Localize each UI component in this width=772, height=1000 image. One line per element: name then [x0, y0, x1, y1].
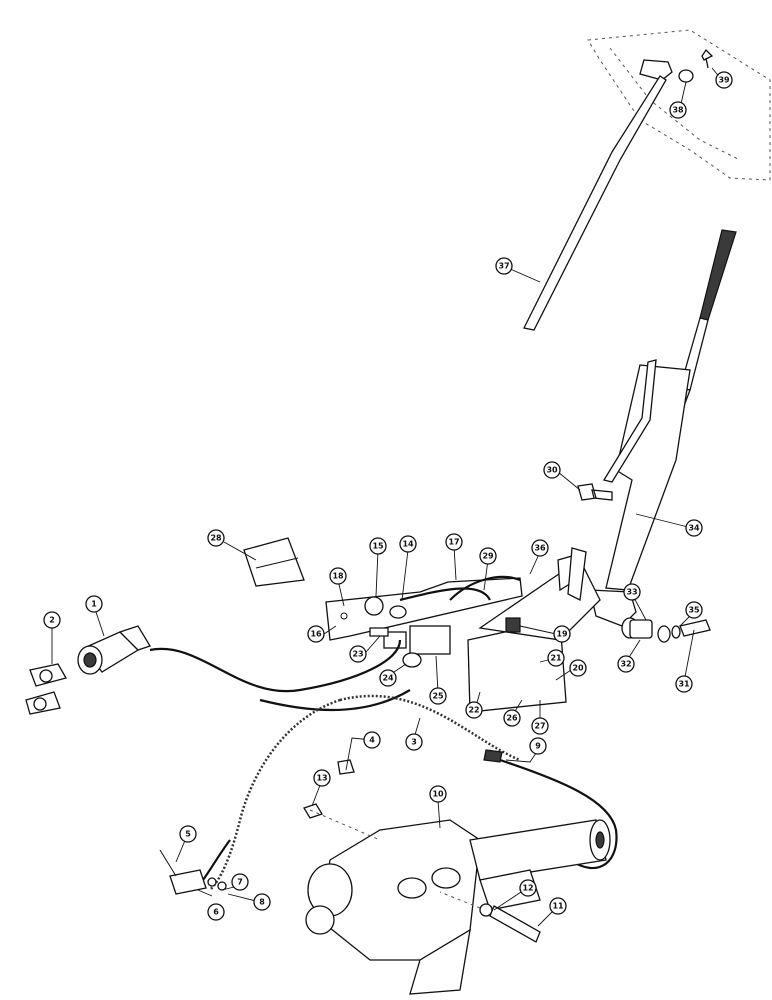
svg-text:23: 23 — [352, 650, 363, 659]
svg-text:28: 28 — [210, 534, 222, 543]
svg-text:21: 21 — [550, 654, 562, 663]
callout-11: 11 — [549, 897, 567, 915]
callout-36: 36 — [531, 539, 549, 557]
mounting-panel — [587, 29, 771, 181]
svg-text:38: 38 — [672, 106, 684, 115]
callout-2: 2 — [43, 611, 61, 629]
svg-text:1: 1 — [91, 600, 97, 609]
terminal-block — [159, 849, 227, 895]
callout-29: 29 — [479, 547, 497, 565]
callout-24: 24 — [379, 669, 397, 687]
callout-6: 6 — [207, 903, 225, 921]
callout-21: 21 — [547, 649, 565, 667]
callout-14: 14 — [399, 535, 417, 553]
svg-text:26: 26 — [506, 714, 518, 723]
nut — [303, 803, 323, 819]
ignition-wire — [149, 639, 402, 693]
mounting-bolt — [489, 905, 541, 943]
svg-text:2: 2 — [49, 616, 55, 625]
wire-connector — [483, 749, 503, 763]
control-lever — [589, 229, 737, 639]
svg-text:4: 4 — [369, 736, 375, 745]
pivot-hardware — [629, 619, 711, 643]
callout-37: 37 — [495, 257, 513, 275]
callout-1: 1 — [85, 595, 103, 613]
callout-bubbles: 1 2 3 4 5 6 7 8 9 10 11 12 13 14 15 16 1… — [43, 71, 733, 921]
svg-text:22: 22 — [468, 706, 479, 715]
switch-cover — [243, 537, 305, 587]
svg-text:34: 34 — [688, 524, 700, 533]
svg-text:17: 17 — [448, 538, 459, 547]
neutral-switch — [364, 596, 521, 668]
ignition-switch — [77, 625, 151, 675]
svg-text:20: 20 — [572, 664, 584, 673]
svg-text:15: 15 — [372, 542, 384, 551]
svg-text:19: 19 — [556, 630, 568, 639]
callout-33: 33 — [623, 583, 641, 601]
svg-text:16: 16 — [310, 630, 322, 639]
svg-text:14: 14 — [402, 540, 414, 549]
svg-text:12: 12 — [522, 884, 533, 893]
callout-8: 8 — [253, 893, 271, 911]
svg-text:7: 7 — [237, 878, 243, 887]
callout-31: 31 — [675, 675, 693, 693]
leader-lines — [51, 67, 723, 927]
svg-text:5: 5 — [185, 830, 191, 839]
ground-cable — [339, 694, 521, 762]
callout-4: 4 — [363, 731, 381, 749]
parts-artwork — [25, 29, 771, 995]
control-valve — [305, 819, 611, 995]
callout-3: 3 — [405, 733, 423, 751]
svg-text:27: 27 — [534, 722, 545, 731]
svg-text:18: 18 — [332, 572, 344, 581]
svg-text:29: 29 — [482, 552, 494, 561]
svg-text:25: 25 — [432, 692, 444, 701]
callout-17: 17 — [445, 533, 463, 551]
callout-30: 30 — [543, 461, 561, 479]
callout-5: 5 — [179, 825, 197, 843]
callout-35: 35 — [685, 601, 703, 619]
svg-text:9: 9 — [535, 742, 541, 751]
callout-22: 22 — [465, 701, 483, 719]
callout-32: 32 — [617, 655, 635, 673]
callout-27: 27 — [531, 717, 549, 735]
callout-7: 7 — [231, 873, 249, 891]
callout-28: 28 — [207, 529, 225, 547]
callout-23: 23 — [349, 645, 367, 663]
ignition-keys — [25, 663, 67, 715]
callout-34: 34 — [685, 519, 703, 537]
callout-13: 13 — [313, 769, 331, 787]
callout-38: 38 — [669, 101, 687, 119]
callout-10: 10 — [429, 785, 447, 803]
cotter-pin — [701, 48, 714, 69]
svg-text:3: 3 — [411, 738, 417, 747]
svg-text:33: 33 — [626, 588, 637, 597]
svg-text:31: 31 — [678, 680, 690, 689]
svg-text:36: 36 — [534, 544, 546, 553]
svg-text:11: 11 — [552, 902, 564, 911]
callout-15: 15 — [369, 537, 387, 555]
svg-text:6: 6 — [213, 908, 219, 917]
control-rod — [523, 59, 673, 331]
callout-26: 26 — [503, 709, 521, 727]
svg-text:24: 24 — [382, 674, 394, 683]
svg-text:10: 10 — [432, 790, 444, 799]
svg-text:32: 32 — [620, 660, 631, 669]
callout-25: 25 — [429, 687, 447, 705]
callout-16: 16 — [307, 625, 325, 643]
svg-text:39: 39 — [718, 76, 730, 85]
svg-text:8: 8 — [259, 898, 265, 907]
svg-text:35: 35 — [688, 606, 700, 615]
pivot-bolt — [577, 483, 613, 501]
callout-19: 19 — [553, 625, 571, 643]
callout-12: 12 — [519, 879, 537, 897]
svg-text:13: 13 — [316, 774, 327, 783]
svg-text:37: 37 — [498, 262, 509, 271]
svg-text:30: 30 — [546, 466, 558, 475]
callout-18: 18 — [329, 567, 347, 585]
callout-39: 39 — [715, 71, 733, 89]
callout-20: 20 — [569, 659, 587, 677]
callout-9: 9 — [529, 737, 547, 755]
